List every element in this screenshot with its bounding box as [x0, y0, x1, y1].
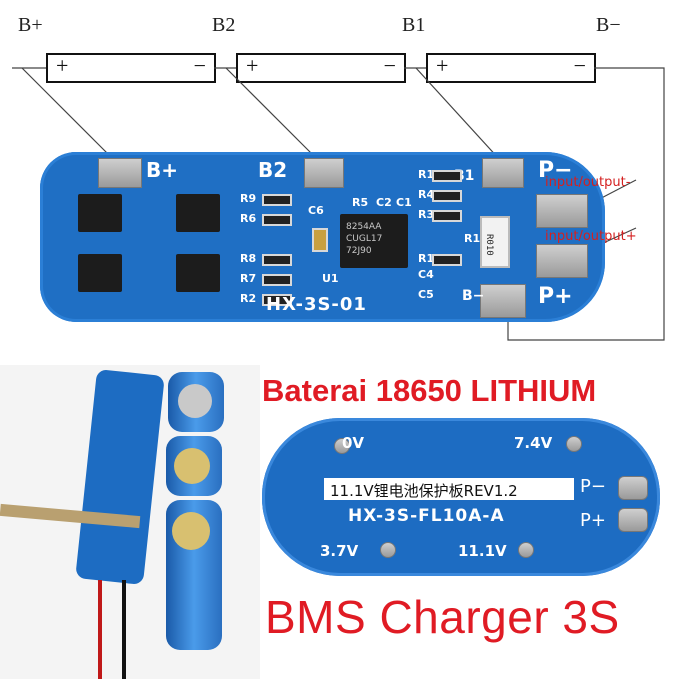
cell-plus-sign: +: [436, 53, 449, 78]
pad-p-plus-bottom: [618, 508, 648, 532]
pad-b1: [482, 158, 524, 188]
silk-p-plus: P+: [538, 284, 573, 309]
silk-r6: R6: [240, 212, 257, 225]
bms-board-top-view: B+ B2 B1 P− P+ B− 8254AA CUGL17 72J90 R0…: [40, 152, 605, 322]
smd-resistor: [262, 274, 292, 286]
mosfet-chip: [176, 194, 220, 232]
silk-b-plus: B+: [146, 158, 179, 182]
smd-resistor: [262, 214, 292, 226]
pad-p-minus: [536, 194, 588, 228]
terminal-b1: B1: [402, 14, 426, 36]
subtitle-heading: Baterai 18650 LITHIUM: [262, 373, 597, 408]
ic-mark-2: CUGL17: [346, 234, 383, 244]
label-3-7v: 3.7V: [320, 542, 359, 560]
label-11-1v: 11.1V: [458, 542, 507, 560]
cell-terminal: [172, 512, 210, 550]
smd-resistor: [262, 294, 292, 306]
smd-resistor: [432, 190, 462, 202]
label-0v: 0V: [342, 434, 365, 452]
label-p-minus: P−: [580, 476, 606, 497]
silk-b-minus: B−: [462, 288, 485, 304]
board-model-bottom: HX-3S-FL10A-A: [348, 506, 505, 526]
smd-resistor: [432, 210, 462, 222]
silk-r1: R1: [464, 232, 481, 245]
silk-c1: C1: [396, 196, 412, 209]
solder-pad: [380, 542, 396, 558]
silk-c6: C6: [308, 204, 324, 217]
capacitor-c6: [312, 228, 328, 252]
annotation-output-minus: input/output-: [545, 175, 631, 190]
smd-resistor: [432, 254, 462, 266]
cell-minus-sign: −: [383, 53, 396, 78]
pad-p-plus: [536, 244, 588, 278]
silk-r5: R5: [352, 196, 369, 209]
board-model-top: HX-3S-01: [266, 294, 367, 315]
battery-cell-2: + −: [236, 53, 406, 83]
cell-minus-sign: −: [193, 53, 206, 78]
terminal-b2: B2: [212, 14, 236, 36]
solder-pad: [334, 438, 350, 454]
title-heading: BMS Charger 3S: [265, 591, 620, 643]
mosfet-chip: [78, 194, 122, 232]
pad-b-plus: [98, 158, 142, 188]
cell-plus-sign: +: [246, 53, 259, 78]
ic-mark-1: 8254AA: [346, 222, 382, 232]
bms-board-bottom-view: 0V 7.4V 11.1V锂电池保护板REV1.2 HX-3S-FL10A-A …: [262, 418, 660, 576]
mosfet-chip: [176, 254, 220, 292]
mosfet-chip: [78, 254, 122, 292]
silk-p-minus: P−: [538, 158, 573, 183]
silk-r4: R4: [418, 188, 435, 201]
smd-resistor: [262, 194, 292, 206]
silk-c4: C4: [418, 268, 434, 281]
terminal-b-plus: B+: [18, 14, 43, 36]
silk-b2: B2: [258, 158, 288, 182]
red-wire: [98, 580, 102, 679]
pad-p-minus-bottom: [618, 476, 648, 500]
annotation-output-plus: input/output+: [545, 229, 637, 244]
silk-r7: R7: [240, 272, 257, 285]
title-plate: 11.1V锂电池保护板REV1.2: [324, 478, 574, 500]
solder-pad: [566, 436, 582, 452]
silk-r9: R9: [240, 192, 257, 205]
board-title: 11.1V锂电池保护板REV1.2: [330, 482, 518, 500]
cell-minus-sign: −: [573, 53, 586, 78]
pad-b2: [304, 158, 344, 188]
silk-c5: C5: [418, 288, 434, 301]
silk-r3: R3: [418, 208, 435, 221]
solder-pad: [518, 542, 534, 558]
pad-b-minus: [480, 284, 526, 318]
shunt-resistor: R010: [480, 216, 510, 268]
label-p-plus: P+: [580, 510, 606, 531]
ic-mark-3: 72J90: [346, 246, 372, 256]
label-7-4v: 7.4V: [514, 434, 553, 452]
black-wire: [122, 580, 126, 679]
silk-r8: R8: [240, 252, 257, 265]
cell-terminal: [178, 384, 212, 418]
cell-plus-sign: +: [56, 53, 69, 78]
shunt-mark: R010: [484, 234, 494, 256]
smd-resistor: [262, 254, 292, 266]
battery-cell-3: + −: [426, 53, 596, 83]
cell-terminal: [174, 448, 210, 484]
wiring-lines: [12, 67, 665, 341]
terminal-b-minus: B−: [596, 14, 621, 36]
silk-r2: R2: [240, 292, 257, 305]
silk-u1: U1: [322, 272, 339, 285]
silk-c2: C2: [376, 196, 392, 209]
protection-ic: 8254AA CUGL17 72J90: [340, 214, 408, 268]
smd-resistor: [432, 170, 462, 182]
